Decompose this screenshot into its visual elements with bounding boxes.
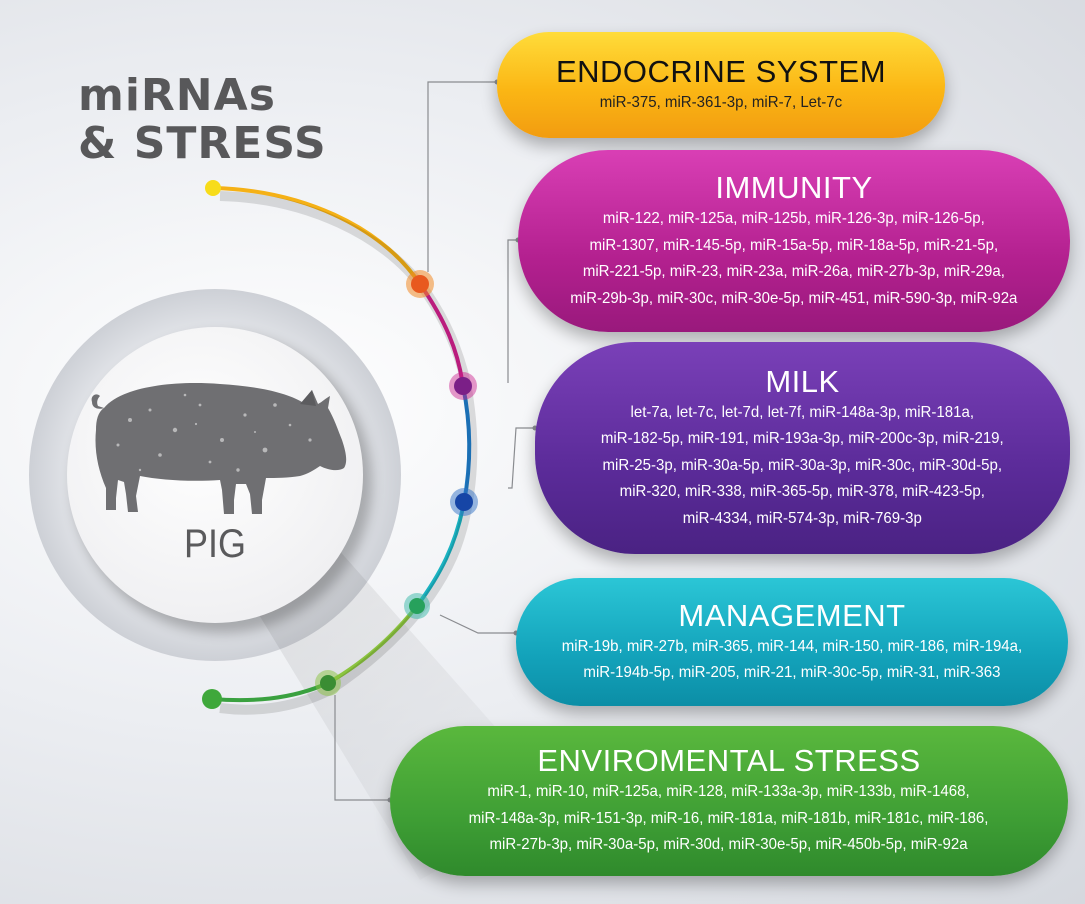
main-title: miRNAs & STRESS bbox=[78, 72, 327, 168]
mirna-line: miR-194b-5p, miR-205, miR-21, miR-30c-5p… bbox=[583, 664, 1001, 681]
category-immunity: IMMUNITY miR-122, miR-125a, miR-125b, mi… bbox=[518, 150, 1070, 332]
mirna-line: miR-320, miR-338, miR-365-5p, miR-378, m… bbox=[619, 483, 986, 501]
center-label: PIG bbox=[183, 522, 247, 566]
category-endocrine-system: ENDOCRINE SYSTEM miR-375, miR-361-3p, mi… bbox=[497, 32, 945, 138]
main-title-line-1: miRNAs bbox=[78, 70, 276, 121]
mirna-line: miR-221-5p, miR-23, miR-23a, miR-26a, mi… bbox=[582, 263, 1006, 280]
category-management: MANAGEMENT miR-19b, miR-27b, miR-365, mi… bbox=[516, 578, 1068, 706]
category-mirna-list: miR-375, miR-361-3p, miR-7, Let-7c bbox=[600, 90, 842, 117]
mirna-line: let-7a, let-7c, let-7d, let-7f, miR-148a… bbox=[630, 403, 975, 421]
mirna-line: miR-25-3p, miR-30a-5p, miR-30a-3p, miR-3… bbox=[602, 456, 1003, 474]
category-title: MILK bbox=[765, 363, 840, 399]
mirna-line: miR-1, miR-10, miR-125a, miR-128, miR-13… bbox=[487, 783, 971, 801]
main-title-line-2: & STRESS bbox=[78, 118, 327, 169]
category-mirna-list: miR-19b, miR-27b, miR-365, miR-144, miR-… bbox=[562, 634, 1023, 687]
category-title: IMMUNITY bbox=[715, 170, 873, 205]
category-title: ENDOCRINE SYSTEM bbox=[555, 53, 887, 89]
category-mirna-list: miR-1, miR-10, miR-125a, miR-128, miR-13… bbox=[469, 779, 989, 859]
pig-silhouette-icon bbox=[91, 383, 347, 514]
mirna-line: miR-148a-3p, miR-151-3p, miR-16, miR-181… bbox=[469, 809, 989, 827]
category-title: ENVIROMENTAL STRESS bbox=[537, 743, 921, 779]
mirna-line: miR-29b-3p, miR-30c, miR-30e-5p, miR-451… bbox=[570, 289, 1018, 307]
mirna-line: miR-375, miR-361-3p, miR-7, Let-7c bbox=[599, 93, 843, 111]
mirna-line: miR-1307, miR-145-5p, miR-15a-5p, miR-18… bbox=[589, 236, 999, 254]
category-title: MANAGEMENT bbox=[678, 597, 906, 633]
pig-texture bbox=[116, 393, 312, 472]
category-mirna-list: miR-122, miR-125a, miR-125b, miR-126-3p,… bbox=[570, 206, 1017, 312]
category-mirna-list: let-7a, let-7c, let-7d, let-7f, miR-148a… bbox=[601, 400, 1004, 533]
mirna-line: miR-4334, miR-574-3p, miR-769-3p bbox=[682, 509, 923, 527]
mirna-line: miR-27b-3p, miR-30a-5p, miR-30d, miR-30e… bbox=[489, 836, 969, 854]
category-milk: MILK let-7a, let-7c, let-7d, let-7f, miR… bbox=[535, 342, 1070, 554]
connector-lines bbox=[334, 81, 535, 801]
mirna-line: miR-19b, miR-27b, miR-365, miR-144, miR-… bbox=[561, 637, 1023, 655]
timeline-nodes bbox=[202, 180, 478, 709]
mirna-line: miR-182-5p, miR-191, miR-193a-3p, miR-20… bbox=[601, 430, 1004, 448]
category-environmental-stress: ENVIROMENTAL STRESS miR-1, miR-10, miR-1… bbox=[390, 726, 1068, 876]
mirna-line: miR-122, miR-125a, miR-125b, miR-126-3p,… bbox=[603, 210, 985, 227]
